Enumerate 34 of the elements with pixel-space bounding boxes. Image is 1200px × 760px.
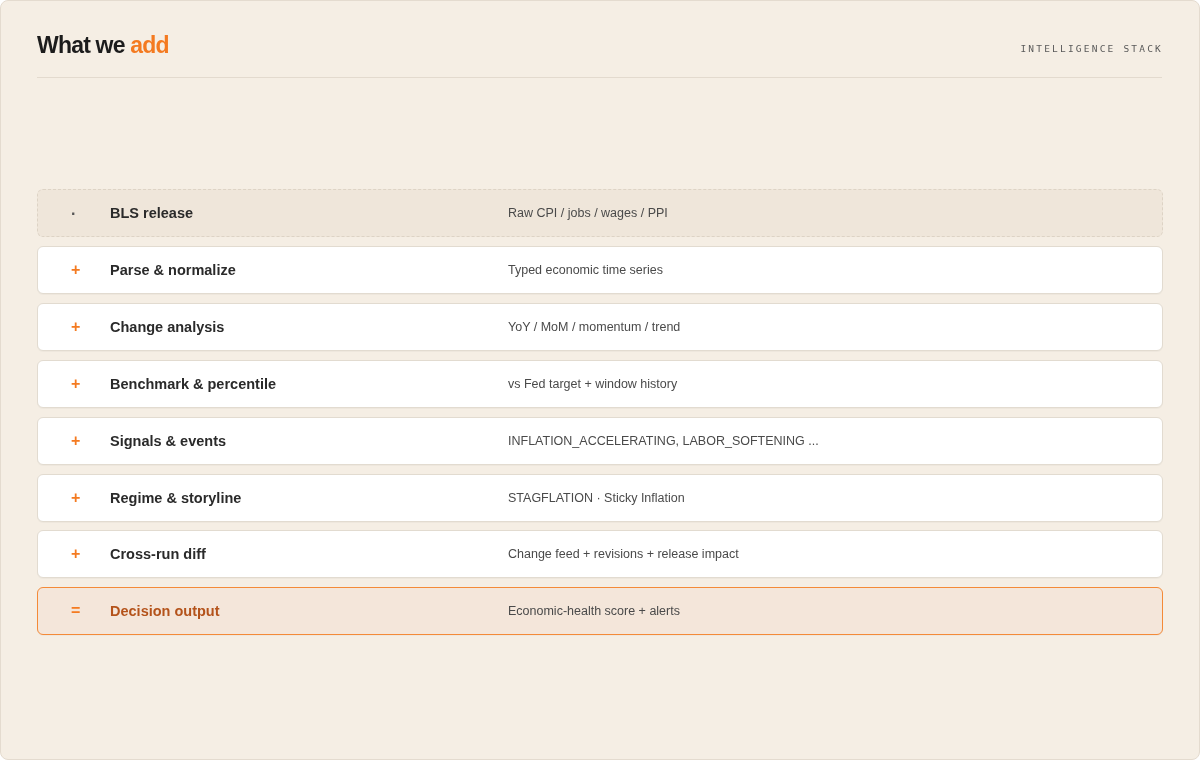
stage-title: Benchmark & percentile	[110, 375, 276, 393]
section-tag: INTELLIGENCE STACK	[1020, 42, 1163, 56]
stage-title: Parse & normalize	[110, 261, 236, 279]
stage-title: BLS release	[110, 204, 194, 222]
stage-title: Change analysis	[110, 318, 225, 336]
step-symbol: +	[71, 374, 81, 394]
stage-row	[37, 417, 1163, 465]
page-title: What we add	[37, 31, 169, 60]
stage-title: Regime & storyline	[110, 489, 242, 507]
stage-row	[37, 587, 1163, 635]
step-symbol: +	[71, 431, 81, 451]
stage-title: Signals & events	[110, 432, 227, 450]
stage-description: vs Fed target + window history	[508, 376, 678, 392]
stage-row	[37, 360, 1163, 408]
stage-title: Decision output	[110, 602, 220, 620]
stage-row	[37, 246, 1163, 294]
stage-row	[37, 303, 1163, 351]
step-symbol: +	[71, 317, 81, 337]
stage-row	[37, 474, 1163, 522]
stage-title: Cross-run diff	[110, 545, 206, 563]
step-symbol: +	[71, 544, 81, 564]
step-symbol: .	[71, 200, 76, 220]
stage-row	[37, 530, 1163, 578]
stage-description: STAGFLATION · Sticky Inflation	[508, 490, 685, 506]
stage-description: Raw CPI / jobs / wages / PPI	[508, 205, 668, 221]
stage-description: Economic-health score + alerts	[508, 603, 680, 619]
stage-description: Change feed + revisions + release impact	[508, 546, 739, 562]
step-symbol: =	[71, 601, 81, 621]
stage-description: INFLATION_ACCELERATING, LABOR_SOFTENING ...	[508, 433, 819, 449]
step-symbol: +	[71, 488, 81, 508]
stage-row	[37, 189, 1163, 237]
stage-description: Typed economic time series	[508, 262, 663, 278]
stage-description: YoY / MoM / momentum / trend	[508, 319, 681, 335]
step-symbol: +	[71, 260, 81, 280]
